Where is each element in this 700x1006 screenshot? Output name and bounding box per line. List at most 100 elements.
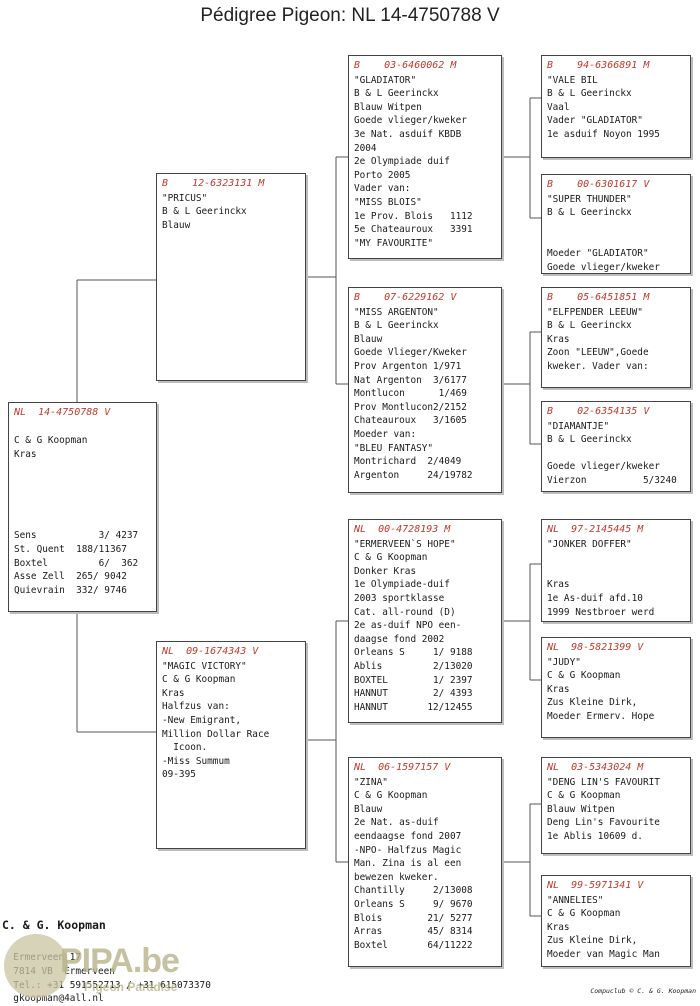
card-line: "ZINA" — [354, 776, 388, 788]
card-line: Kras — [162, 687, 185, 699]
card-line: Porto 2005 — [354, 169, 411, 181]
card-line: Asse Zell 265/ 9042 — [14, 571, 127, 583]
card-line: Goede vlieger/kweker — [547, 261, 660, 273]
card-line: HANNUT 12/12455 — [354, 701, 473, 713]
card-line: "ERMERVEEN`S HOPE" — [354, 538, 456, 550]
card-line: daagse fond 2002 — [354, 633, 445, 645]
card-line: "MAGIC VICTORY" — [162, 660, 247, 672]
card-line: Zus Kleine Dirk, — [547, 935, 638, 947]
card-line: Montlucon 1/469 — [354, 388, 467, 400]
card-line: 2003 sportklasse — [354, 592, 445, 604]
card-line: Halfzus van: — [162, 701, 230, 713]
ring-number: NL 98-5821399 V — [547, 642, 644, 653]
card-line: kweker. Vader van: — [547, 360, 649, 372]
card-line: Moeder "GLADIATOR" — [547, 247, 649, 259]
card-line: Kras — [547, 921, 570, 933]
card-line: Cat. all-round (D) — [354, 606, 456, 618]
card-line: Nat Argenton 3/6177 — [354, 374, 467, 386]
ring-number: B 07-6229162 V — [354, 292, 457, 303]
card-line: Orleans S 9/ 9670 — [354, 898, 473, 910]
card-line: Moeder Ermerv. Hope — [547, 710, 655, 722]
card-line: "BLEU FANTASY" — [354, 442, 434, 454]
card-sire-dam: B 07-6229162 V"MISS ARGENTON"B & L Geeri… — [348, 287, 502, 493]
card-line: C & G Koopman — [162, 674, 236, 686]
card-line: "DIAMANTJE" — [547, 420, 610, 432]
card-line: Donker Kras — [354, 565, 417, 577]
card-line: B & L Geerinckx — [162, 206, 247, 218]
card-line: Blauw Witpen — [547, 803, 615, 815]
ring-number: B 00-6301617 V — [547, 179, 650, 190]
card-line: Goede vlieger/kweker — [547, 461, 660, 473]
card-line: BOXTEL 1/ 2397 — [354, 674, 473, 686]
card-line: C & G Koopman — [547, 790, 621, 802]
card-line: C & G Koopman — [354, 790, 428, 802]
card-line: Vader "GLADIATOR" — [547, 115, 643, 127]
card-line: Vaal — [547, 101, 570, 113]
pigeon-logo-icon — [4, 934, 68, 998]
card-line: Zoon "LEEUW",Goede — [547, 347, 649, 359]
card-line: C & G Koopman — [547, 670, 621, 682]
card-sire-sire: B 03-6460062 M"GLADIATOR"B & L Geerinckx… — [348, 55, 502, 259]
watermark-brand: PIPA.be — [60, 942, 180, 980]
card-line: Blauw — [354, 333, 383, 345]
ring-number: NL 00-4728193 M — [354, 524, 451, 535]
ring-number: NL 06-1597157 V — [354, 762, 451, 773]
card-line: St. Quent 188/11367 — [14, 543, 127, 555]
card-line: Prov Argenton 1/971 — [354, 360, 462, 372]
card-line: Boxtel 6/ 362 — [14, 557, 139, 569]
card-line — [14, 461, 152, 475]
card-sire-dam-dam: B 02-6354135 V"DIAMANTJE"B & L Geerinckx… — [541, 401, 691, 492]
card-line: bewezen kweker. — [354, 871, 439, 883]
ring-number: B 05-6451851 M — [547, 292, 650, 303]
card-line: "MISS ARGENTON" — [354, 306, 439, 318]
card-dam: NL 09-1674343 V "MAGIC VICTORY" C & G Koop… — [156, 641, 306, 849]
card-line: Moeder van Magic Man — [547, 948, 660, 960]
ring-number: NL 09-1674343 V — [162, 646, 259, 657]
card-line: 1e Prov. Blois 1112 — [354, 210, 473, 222]
card-line — [547, 565, 686, 579]
card-line — [14, 421, 152, 435]
card-line: Chantilly 2/13008 — [354, 885, 473, 897]
card-line: 3e Nat. asduif KBDB — [354, 128, 462, 140]
card-line: Ablis 2/13020 — [354, 660, 473, 672]
card-line: Blois 21/ 5277 — [354, 912, 473, 924]
card-line: Million Dollar Race — [162, 728, 270, 740]
page-title: Pédigree Pigeon: NL 14-4750788 V — [200, 5, 500, 26]
card-line: Montrichard 2/4049 — [354, 456, 462, 468]
card-line: Moeder van: — [354, 428, 417, 440]
card-line: C & G Koopman — [354, 552, 428, 564]
card-line — [547, 551, 686, 565]
card-line: Prov Montlucon2/2152 — [354, 401, 467, 413]
card-line: Man. Zina is al een — [354, 858, 462, 870]
card-line: "VALE BIL — [547, 74, 598, 86]
pipa-watermark: PIPA.be Pigeon Paradise — [4, 930, 214, 1000]
card-line: Argenton 24/19782 — [354, 469, 473, 481]
card-line: "JONKER DOFFER" — [547, 538, 632, 550]
card-line — [14, 502, 152, 516]
card-line — [547, 220, 686, 234]
card-line: 2e Olympiade duif — [354, 156, 450, 168]
ring-number: NL 03-5343024 M — [547, 762, 644, 773]
card-line: -NPO- Halfzus Magic — [354, 844, 462, 856]
card-line: B & L Geerinckx — [354, 88, 439, 100]
card-line: "ELFPENDER LEEUW" — [547, 306, 643, 318]
card-line: 1999 Nestbroer werd — [547, 606, 655, 618]
card-line: Kras — [14, 448, 37, 460]
card-sire-dam-sire: B 05-6451851 M"ELFPENDER LEEUW"B & L Gee… — [541, 287, 691, 388]
card-line: 2e as-duif NPO een- — [354, 620, 462, 632]
ring-number: B 12-6323131 M — [162, 178, 265, 189]
card-line: Blauw Witpen — [354, 101, 422, 113]
card-line: 2004 — [354, 142, 377, 154]
card-line: Boxtel 64/11222 — [354, 939, 473, 951]
card-line: "MY FAVOURITE" — [354, 237, 434, 249]
card-line: 1e asduif Noyon 1995 — [547, 128, 660, 140]
card-line: Blauw — [354, 803, 383, 815]
card-line: "MISS BLOIS" — [354, 196, 422, 208]
footer-credit: Compuclub © C. & G. Koopman — [590, 987, 696, 995]
card-sire-sire-dam: B 00-6301617 V"SUPER THUNDER"B & L Geeri… — [541, 174, 691, 274]
